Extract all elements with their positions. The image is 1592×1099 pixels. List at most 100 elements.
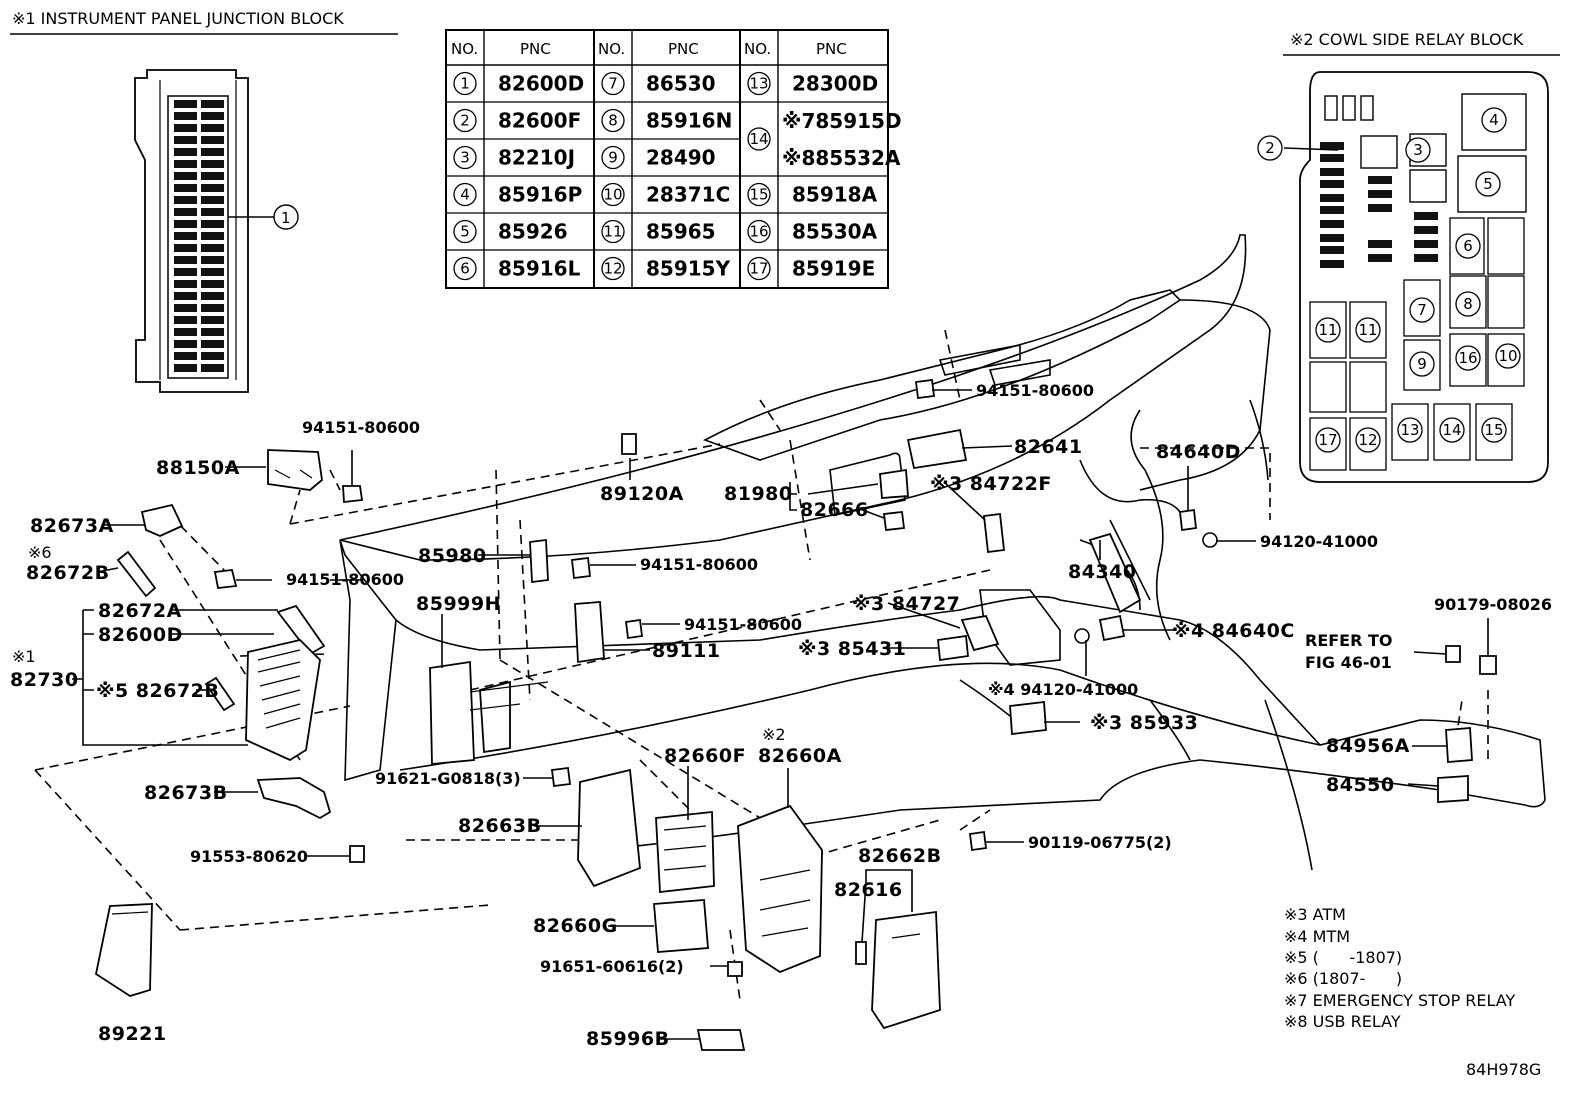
fuse-slot [174,328,197,336]
table-row-11-no: 11 [603,223,622,241]
part-labels: 94151-80600 88150A 82673A ※6 82672B 9415… [10,381,1552,1050]
label-note2: ※2 [762,725,786,744]
label-88150A: 88150A [156,457,240,479]
hdr-no-3: NO. [744,40,771,58]
label-84550: 84550 [1326,774,1395,796]
part-88150A [267,449,323,491]
table-row-14-circle-icon [747,127,771,151]
part-82672B-top [116,550,157,598]
label-94151-80600-d: 94151-80600 [684,615,802,634]
label-85933: ※3 85933 [1090,712,1198,734]
table-row-15-pnc: 85918A [792,183,878,207]
label-82660A: 82660A [758,745,842,767]
part-82660A [737,804,823,974]
part-82660G [653,899,709,953]
fuse-slot [174,136,197,144]
table-row-3-pnc: 82210J [498,146,575,170]
part-85980 [529,538,549,584]
fuse-slot [174,220,197,228]
label-82672B-top: 82672B [26,562,110,584]
label-81980: 81980 [724,483,793,505]
label-82730: 82730 [10,669,79,691]
label-84727: ※3 84727 [852,593,960,615]
fuse-slot [201,112,224,120]
cowl-callout-circle-icon [1481,107,1507,133]
fuse-slot [201,100,224,108]
label-refer-to[interactable]: REFER TO [1305,631,1393,650]
fuse-slot [174,184,197,192]
cowl-callout-label: 6 [1463,237,1473,255]
callout-1-label: 1 [281,209,291,227]
table-row-1-no: 1 [460,75,470,93]
part-89221 [94,903,153,997]
ipjb-title: ※1 INSTRUMENT PANEL JUNCTION BLOCK [12,9,344,28]
fuse-slot [174,352,197,360]
label-refer-fig[interactable]: FIG 46-01 [1305,653,1392,672]
table-row-3-circle-icon [453,145,477,170]
cowl-callout-label: 14 [1442,421,1461,439]
cowl-fuse-slot [1320,142,1344,150]
table-row-13-pnc: 28300D [792,72,878,96]
cowl-fuse-slot [1320,206,1344,214]
cowl-fuse-slot [1414,226,1438,234]
cowl-fuse-slot [1368,254,1392,262]
table-row-16-pnc: 85530A [792,220,878,244]
fuse-slot [174,232,197,240]
fuse-slot [174,160,197,168]
part-85996B [696,1029,746,1051]
cowl-callout-label: 5 [1483,175,1493,193]
label-85431: ※3 85431 [798,638,906,660]
part-84722F [983,512,1005,554]
table-row-6-pnc: 85916L [498,257,581,281]
cowl-callout-label: 2 [1265,139,1275,157]
fuse-slot [201,364,224,372]
note-8: ※8 USB RELAY [1284,1012,1401,1031]
cowl-relay-slot [1487,275,1525,329]
table-row-8-circle-icon [601,108,625,133]
label-note6: ※6 [28,543,52,562]
part-82673A [140,503,184,537]
cowl-fuse-slot [1368,204,1392,212]
table-row-11-pnc: 85965 [646,220,716,244]
note-4: ※4 MTM [1284,927,1350,946]
fuse-slot [174,292,197,300]
table-row-9-pnc: 28490 [646,146,716,170]
cowl-callout-label: 4 [1489,111,1499,129]
table-row-17-pnc: 85919E [792,257,875,281]
fuse-slot [174,172,197,180]
fuse-slot [174,244,197,252]
table-row-12-pnc: 85915Y [646,257,731,281]
hdr-no-2: NO. [598,40,625,58]
label-82662B: 82662B [858,845,942,867]
table-row-9-circle-icon [601,145,625,170]
part-89120A [621,433,637,455]
cowl-callout-label: 16 [1458,349,1477,367]
bolt-91553 [349,845,365,863]
fuse-slot [201,340,224,348]
fuse-slot [201,148,224,156]
bolt-94151-b [213,569,238,589]
table-row-12-no: 12 [603,260,622,278]
fuse-slot [201,208,224,216]
fuse-slot [201,292,224,300]
label-90119-06775: 90119-06775(2) [1028,833,1172,852]
cowl-callout-label: 11 [1358,321,1377,339]
cowl-callout-circle-icon [1355,427,1381,453]
label-82600D: 82600D [98,624,183,646]
fuse-slot [174,316,197,324]
cowl-fuse-slot [1414,254,1438,262]
cowl-fuse-slot [1414,240,1438,248]
hdr-pnc-1: PNC [520,40,551,58]
table-row-13-circle-icon [747,71,771,96]
cowl-callout-circle-icon [1439,417,1465,443]
fuse-slot [174,340,197,348]
cowl-callout-label: 9 [1417,355,1427,373]
table-row-17-no: 17 [749,260,768,278]
part-82641 [906,428,968,470]
cowl-relay-slot [1487,217,1525,275]
part-89111 [574,601,605,664]
cowl-callout-label: 11 [1318,321,1337,339]
label-84722F: ※3 84722F [930,473,1052,495]
label-82666: 82666 [800,499,869,521]
label-94151-80600-e: 94151-80600 [976,381,1094,400]
